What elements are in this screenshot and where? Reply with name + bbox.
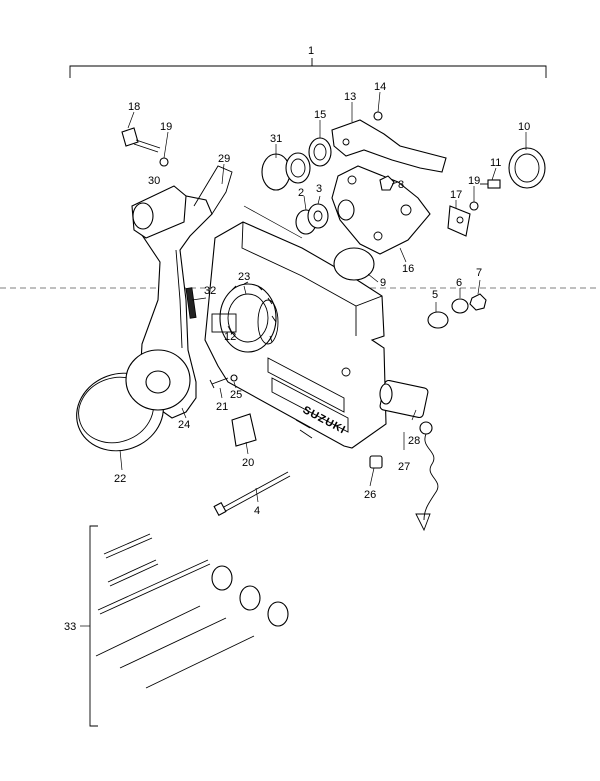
callout-28: 28 <box>408 435 420 447</box>
trim-switch <box>211 313 237 333</box>
callout-1: 1 <box>308 45 314 57</box>
washer-19-left <box>159 157 169 167</box>
callout-18: 18 <box>128 101 140 113</box>
long-bolt <box>213 471 291 517</box>
spacer-5 <box>427 311 449 329</box>
leader-lines <box>80 91 527 627</box>
washer-19-right <box>469 201 479 211</box>
callout-10: 10 <box>518 121 530 133</box>
emergency-stop-switch <box>379 379 439 532</box>
callout-23: 23 <box>238 271 250 283</box>
callout-3: 3 <box>316 183 322 195</box>
callout-19-right: 19 <box>468 175 480 187</box>
mounting-bracket <box>231 413 257 447</box>
shift-gear <box>219 281 279 353</box>
callout-19-left: 19 <box>160 121 172 133</box>
callout-8: 8 <box>398 179 404 191</box>
arm-hole <box>342 138 350 146</box>
washer-6 <box>451 298 469 314</box>
control-housing: SUZUKI <box>204 221 387 449</box>
large-washer <box>333 247 375 281</box>
callout-32: 32 <box>204 285 216 297</box>
nut-8 <box>379 175 395 191</box>
callout-6: 6 <box>456 277 462 289</box>
callout-5: 5 <box>432 289 438 301</box>
callout-31: 31 <box>270 133 282 145</box>
callout-17: 17 <box>450 189 462 201</box>
callout-30: 30 <box>148 175 160 187</box>
callout-14: 14 <box>374 81 386 93</box>
callout-7: 7 <box>476 267 482 279</box>
callout-20: 20 <box>242 457 254 469</box>
o-ring <box>285 152 311 184</box>
screw-14 <box>373 111 383 121</box>
friction-plate <box>331 165 431 255</box>
callout-24: 24 <box>178 419 190 431</box>
retainer-ring <box>508 147 546 189</box>
pivot-pin <box>121 127 161 153</box>
callout-4: 4 <box>254 505 260 517</box>
assembly-bracket <box>69 58 547 78</box>
ring-15 <box>308 137 332 167</box>
nut-7 <box>469 293 487 311</box>
callout-25: 25 <box>230 389 242 401</box>
callout-27: 27 <box>398 461 410 473</box>
hardware-kit <box>89 525 289 727</box>
callout-13: 13 <box>344 91 356 103</box>
callout-labels: 1 2 3 4 5 6 7 8 9 10 11 12 13 14 15 16 1… <box>64 45 530 633</box>
callout-33: 33 <box>64 621 76 633</box>
collar <box>307 203 329 229</box>
bolt-11 <box>487 179 501 189</box>
link-bracket <box>447 205 471 237</box>
lever-handle-grip <box>131 185 187 239</box>
spacer-disc <box>261 153 291 191</box>
spring-pin <box>230 374 238 382</box>
neutral-lock-bar <box>185 287 197 319</box>
throttle-arm <box>331 119 447 173</box>
callout-15: 15 <box>314 109 326 121</box>
switch-cap <box>369 455 383 469</box>
callout-2: 2 <box>298 187 304 199</box>
callout-21: 21 <box>216 401 228 413</box>
callout-11: 11 <box>490 157 501 169</box>
callout-9: 9 <box>380 277 386 289</box>
small-bolt <box>209 377 229 389</box>
callout-16: 16 <box>402 263 414 275</box>
callout-12: 12 <box>224 331 236 343</box>
lever-hub <box>125 349 191 411</box>
callout-29: 29 <box>218 153 230 165</box>
callout-26: 26 <box>364 489 376 501</box>
callout-22: 22 <box>114 473 126 485</box>
